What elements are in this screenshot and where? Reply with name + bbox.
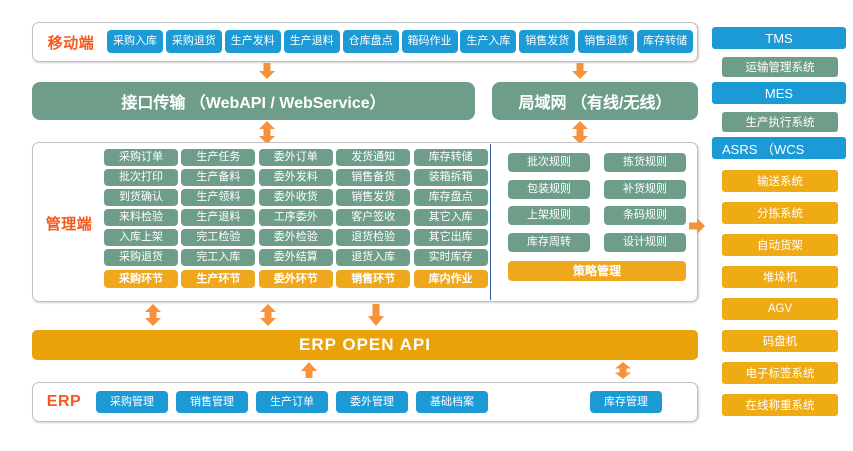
process-item-c2-r1[interactable]: 生产任务 [181, 149, 256, 166]
right-group-header-asrs[interactable]: ASRS （WCS [712, 137, 846, 159]
erp-item-1[interactable]: 采购管理 [96, 391, 168, 413]
arrow-management-to-openapi-2 [259, 304, 277, 326]
erp-item-5[interactable]: 基础档案 [416, 391, 488, 413]
process-item-c1-r5[interactable]: 入库上架 [104, 229, 178, 246]
rule-item-7[interactable]: 库存周转 [508, 232, 590, 252]
rule-item-2[interactable]: 拣货规则 [604, 153, 686, 172]
asrs-item-2[interactable]: 分拣系统 [722, 202, 838, 224]
asrs-item-4[interactable]: 堆垛机 [722, 266, 838, 288]
asrs-item-3[interactable]: 自动货架 [722, 234, 838, 256]
process-footer-3[interactable]: 委外环节 [258, 270, 333, 288]
erp-item-4[interactable]: 委外管理 [336, 391, 408, 413]
rule-item-5[interactable]: 上架规则 [508, 206, 590, 225]
mobile-panel-label: 移动端 [47, 34, 95, 52]
process-item-c5-r2[interactable]: 装箱拆箱 [413, 169, 488, 186]
lan-band: 局域网 （有线/无线） [492, 82, 698, 120]
arrow-rules-to-openapi [367, 304, 385, 326]
process-item-c1-r2[interactable]: 批次打印 [104, 169, 178, 186]
process-item-c2-r5[interactable]: 完工检验 [181, 229, 256, 246]
asrs-item-1[interactable]: 输送系统 [722, 170, 838, 192]
mobile-item-9[interactable]: 销售退货 [578, 30, 635, 53]
mobile-item-3[interactable]: 生产发料 [224, 30, 281, 53]
process-item-c5-r6[interactable]: 实时库存 [413, 249, 488, 266]
rules-footer[interactable]: 策略管理 [508, 261, 686, 281]
process-item-c4-r6[interactable]: 退货入库 [336, 249, 411, 266]
arrow-into-management-left [259, 133, 275, 144]
process-item-c2-r4[interactable]: 生产退料 [181, 209, 256, 226]
management-panel-label: 管理端 [45, 215, 93, 233]
interface-transport-band: 接口传输 （WebAPI / WebService） [32, 82, 475, 120]
right-group-header-tms[interactable]: TMS [712, 27, 846, 49]
arrow-openapi-to-erp [300, 362, 318, 378]
process-item-c2-r2[interactable]: 生产备料 [181, 169, 256, 186]
process-item-c4-r5[interactable]: 退货检验 [336, 229, 411, 246]
process-item-c5-r1[interactable]: 库存转储 [413, 149, 488, 166]
rule-item-3[interactable]: 包装规则 [508, 179, 590, 199]
right-group-sub-tms: 运输管理系统 [722, 57, 838, 77]
asrs-item-8[interactable]: 在线称重系统 [722, 394, 838, 416]
arrow-into-management-right [572, 133, 588, 144]
management-panel-divider [490, 144, 491, 300]
rule-item-8[interactable]: 设计规则 [604, 232, 686, 252]
process-item-c1-r1[interactable]: 采购订单 [104, 149, 178, 166]
process-footer-2[interactable]: 生产环节 [181, 270, 256, 288]
arrow-mobile-to-lan [571, 63, 589, 79]
mobile-item-7[interactable]: 生产入库 [460, 30, 517, 53]
mobile-item-2[interactable]: 采购退货 [165, 30, 222, 53]
process-item-c5-r3[interactable]: 库存盘点 [413, 189, 488, 206]
process-item-c1-r6[interactable]: 采购退货 [104, 249, 178, 266]
process-item-c5-r5[interactable]: 其它出库 [413, 229, 488, 246]
process-item-c3-r2[interactable]: 委外发料 [258, 169, 333, 186]
mobile-item-6[interactable]: 箱码作业 [401, 30, 458, 53]
asrs-item-7[interactable]: 电子标签系统 [722, 362, 838, 384]
arrow-lan-to-management [571, 121, 589, 137]
process-item-c3-r4[interactable]: 工序委外 [258, 209, 333, 226]
right-group-header-mes[interactable]: MES [712, 82, 846, 104]
asrs-item-6[interactable]: 码盘机 [722, 330, 838, 352]
arrow-management-to-asrs [689, 218, 705, 234]
erp-panel-label: ERP [46, 393, 82, 410]
erp-item-2[interactable]: 销售管理 [176, 391, 248, 413]
process-item-c2-r6[interactable]: 完工入库 [181, 249, 256, 266]
arrow-management-to-openapi-1 [144, 304, 162, 326]
process-item-c3-r6[interactable]: 委外结算 [258, 249, 333, 266]
process-item-c4-r2[interactable]: 销售备货 [336, 169, 411, 186]
process-item-c2-r3[interactable]: 生产领料 [181, 189, 256, 206]
process-item-c1-r4[interactable]: 来料检验 [104, 209, 178, 226]
process-footer-1[interactable]: 采购环节 [104, 270, 178, 288]
mobile-item-8[interactable]: 销售发货 [519, 30, 576, 53]
process-item-c4-r3[interactable]: 销售发货 [336, 189, 411, 206]
arrow-mobile-to-interface [258, 63, 276, 79]
erp-item-3[interactable]: 生产订单 [256, 391, 328, 413]
mobile-item-4[interactable]: 生产退料 [283, 30, 340, 53]
erp-item-inventory[interactable]: 库存管理 [590, 391, 662, 413]
process-footer-4[interactable]: 销售环节 [336, 270, 411, 288]
process-item-c5-r4[interactable]: 其它入库 [413, 209, 488, 226]
rule-item-4[interactable]: 补货规则 [604, 179, 686, 199]
rule-item-1[interactable]: 批次规则 [508, 153, 590, 172]
arrow-interface-to-management [258, 121, 276, 137]
process-footer-5[interactable]: 库内作业 [413, 270, 488, 288]
process-item-c3-r1[interactable]: 委外订单 [258, 149, 333, 166]
right-group-sub-mes: 生产执行系统 [722, 112, 838, 132]
process-item-c3-r3[interactable]: 委外收货 [258, 189, 333, 206]
arrow-openapi-to-inventory [614, 362, 632, 379]
process-item-c1-r3[interactable]: 到货确认 [104, 189, 178, 206]
mobile-item-1[interactable]: 采购入库 [107, 30, 163, 53]
mobile-item-10[interactable]: 库存转储 [637, 30, 694, 53]
process-item-c4-r1[interactable]: 发货通知 [336, 149, 411, 166]
process-item-c4-r4[interactable]: 客户签收 [336, 209, 411, 226]
process-item-c3-r5[interactable]: 委外检验 [258, 229, 333, 246]
rule-item-6[interactable]: 条码规则 [604, 206, 686, 225]
erp-open-api-band: ERP OPEN API [32, 330, 698, 360]
asrs-item-5[interactable]: AGV [722, 298, 838, 320]
mobile-item-5[interactable]: 仓库盘点 [342, 30, 399, 53]
